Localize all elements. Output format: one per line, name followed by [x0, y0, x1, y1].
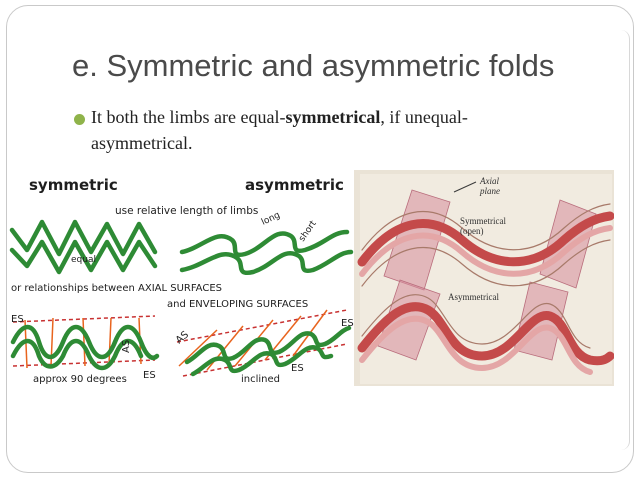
as-label-right: AS: [174, 329, 191, 346]
bullet-text-bold: symmetrical: [285, 107, 381, 127]
axial-plane-pointer: [453, 181, 477, 193]
enveloping-surfaces-note: and ENVELOPING SURFACES: [167, 299, 308, 310]
asymmetric-fold-lower: [176, 309, 352, 377]
es-label-left: ES: [11, 314, 24, 325]
asymmetric-fold-upper: [179, 229, 354, 276]
limbs-note: use relative length of limbs: [115, 205, 258, 217]
symmetrical-label: Symmetrical: [460, 216, 506, 226]
plane-label: plane: [479, 186, 500, 196]
symmetrical-fold-layers: [357, 203, 614, 287]
axial-label: Axial: [479, 176, 499, 186]
axial-surfaces-note: or relationships between AXIAL SURFACES: [11, 283, 222, 294]
caption-inclined: inclined: [241, 374, 280, 385]
textbook-fold-illustration: Axial plane Symmetrical (open) Asymmetri…: [354, 170, 614, 386]
es-label-right: ES: [341, 318, 354, 329]
bullet-icon: [74, 114, 85, 125]
symmetric-fold-upper: [9, 219, 158, 275]
fold-sketch-diagram: symmetric asymmetric use relative length…: [9, 176, 354, 385]
symmetric-label: symmetric: [29, 176, 118, 194]
equal-label: equal: [71, 255, 96, 265]
asymmetrical-fold-layers: [357, 294, 614, 375]
asymmetric-label: asymmetric: [245, 176, 344, 194]
symmetric-fold-lower: [10, 315, 160, 371]
es-label-bottom-left: ES: [143, 370, 156, 381]
open-label: (open): [460, 226, 484, 236]
caption-approx-90: approx 90 degrees: [33, 374, 127, 385]
bullet-text-suffix: , if unequal-asymmetrical.: [91, 107, 468, 153]
slide-edge-decoration: [621, 30, 630, 450]
long-label: long: [260, 210, 282, 227]
bullet-text: It both the limbs are equal-symmetrical,…: [91, 104, 561, 156]
slide-title: e. Symmetric and asymmetric folds: [72, 48, 555, 83]
short-label: short: [297, 219, 319, 244]
as-label-left: AS: [121, 340, 132, 353]
bullet-text-prefix: It both the limbs are equal-: [91, 107, 286, 127]
es-label-bottom-right: ES: [291, 363, 304, 374]
asymmetrical-label: Asymmetrical: [448, 292, 499, 302]
